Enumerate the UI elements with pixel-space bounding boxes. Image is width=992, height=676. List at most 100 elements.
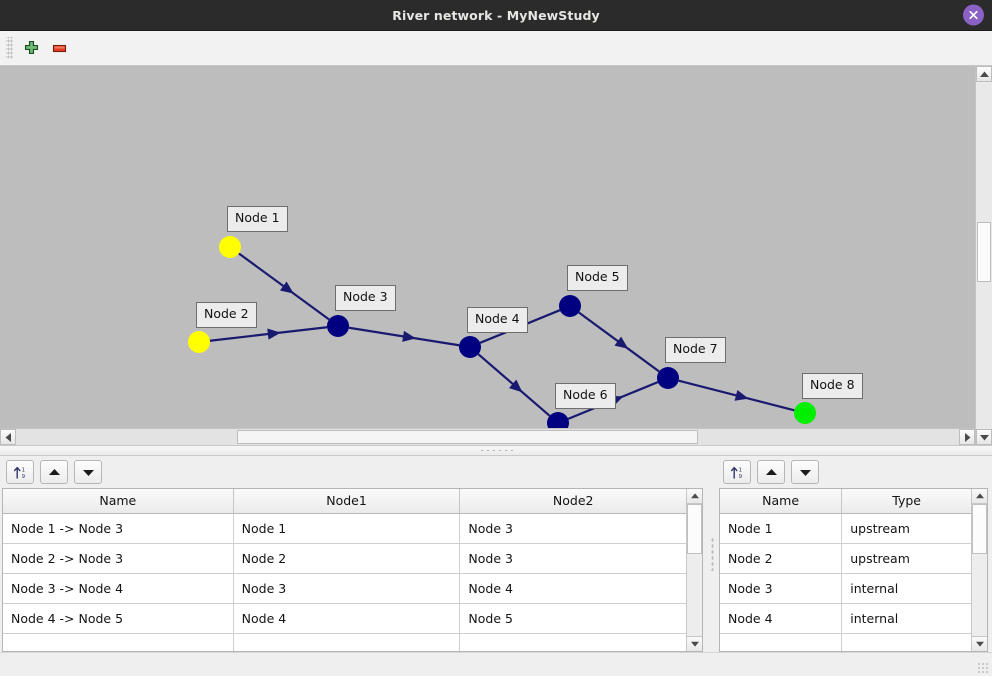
- table-cell[interactable]: internal: [841, 603, 971, 634]
- table-cell[interactable]: Node 2: [720, 543, 843, 574]
- graph-node-label[interactable]: Node 8: [802, 373, 863, 399]
- table-column-header[interactable]: Node2: [459, 489, 686, 514]
- diagram-hscrollbar[interactable]: [0, 428, 975, 445]
- table-cell-empty[interactable]: [3, 633, 234, 651]
- nodes-sort-button[interactable]: 1 9: [723, 460, 751, 484]
- table-row-empty[interactable]: [3, 633, 686, 651]
- table-cell[interactable]: Node 1: [233, 513, 461, 544]
- table-row-empty[interactable]: [720, 633, 971, 651]
- table-cell-empty[interactable]: [720, 633, 843, 651]
- table-cell-empty[interactable]: [841, 633, 971, 651]
- table-column-header[interactable]: Node1: [233, 489, 461, 514]
- graph-node-label[interactable]: Node 5: [567, 265, 628, 291]
- vscroll-thumb[interactable]: [977, 222, 991, 282]
- table-cell[interactable]: Node 4: [459, 573, 686, 604]
- svg-text:9: 9: [738, 474, 742, 480]
- graph-node-label[interactable]: Node 1: [227, 206, 288, 232]
- reaches-scroll-thumb[interactable]: [687, 504, 702, 554]
- hscroll-left-arrow[interactable]: [0, 429, 16, 445]
- resize-grip[interactable]: [977, 662, 989, 674]
- table-cell[interactable]: Node 2: [233, 543, 461, 574]
- nodes-scroll-thumb[interactable]: [972, 504, 987, 554]
- vscroll-up-arrow[interactable]: [976, 66, 992, 82]
- close-x-glyph: [969, 10, 978, 20]
- graph-node-label[interactable]: Node 7: [665, 337, 726, 363]
- table-cell[interactable]: Node 1 -> Node 3: [3, 513, 234, 544]
- close-icon[interactable]: [963, 4, 984, 26]
- reaches-scroll-up-arrow[interactable]: [687, 489, 702, 504]
- add-node-button[interactable]: [17, 34, 45, 62]
- reaches-move-up-button[interactable]: [40, 460, 68, 484]
- table-cell[interactable]: upstream: [841, 513, 971, 544]
- table-cell-empty[interactable]: [233, 633, 461, 651]
- table-cell[interactable]: Node 3: [459, 513, 686, 544]
- graph-node-label[interactable]: Node 2: [196, 302, 257, 328]
- diagram-vscrollbar[interactable]: [975, 66, 992, 445]
- triangle-right-icon: [964, 432, 970, 442]
- vscroll-down-arrow[interactable]: [976, 429, 992, 445]
- nodes-scroll-down-arrow[interactable]: [972, 636, 987, 651]
- table-cell[interactable]: Node 3: [233, 573, 461, 604]
- edge-arrowhead-icon: [279, 281, 294, 294]
- nodes-move-up-button[interactable]: [757, 460, 785, 484]
- graph-node[interactable]: [657, 367, 679, 389]
- table-cell[interactable]: Node 4: [233, 603, 461, 634]
- graph-node-label[interactable]: Node 6: [555, 383, 616, 409]
- table-column-header[interactable]: Type: [841, 489, 971, 514]
- table-cell[interactable]: Node 4 -> Node 5: [3, 603, 234, 634]
- table-cell[interactable]: Node 3: [459, 543, 686, 574]
- vscroll-track[interactable]: [976, 82, 992, 429]
- table-cell[interactable]: Node 5: [459, 603, 686, 634]
- hscroll-track[interactable]: [16, 429, 959, 445]
- triangle-up-icon: [975, 493, 984, 499]
- reaches-sort-button[interactable]: 1 9: [6, 460, 34, 484]
- graph-node[interactable]: [794, 402, 816, 424]
- nodes-table-vscrollbar[interactable]: [971, 489, 987, 651]
- graph-node[interactable]: [219, 236, 241, 258]
- table-column-header[interactable]: Name: [720, 489, 843, 514]
- graph-node[interactable]: [459, 336, 481, 358]
- reaches-scroll-down-arrow[interactable]: [687, 636, 702, 651]
- table-cell[interactable]: Node 1: [720, 513, 843, 544]
- hscroll-thumb[interactable]: [237, 430, 698, 444]
- table-column-header[interactable]: Name: [3, 489, 234, 514]
- table-cell[interactable]: upstream: [841, 543, 971, 574]
- table-cell[interactable]: Node 3: [720, 573, 843, 604]
- diagram-canvas[interactable]: Node 1 Node 2 Node 3 Node 4 Node 5 Node 6 Node…: [0, 66, 975, 428]
- nodes-scroll-track[interactable]: [972, 504, 987, 636]
- table-cell-empty[interactable]: [459, 633, 686, 651]
- graph-node[interactable]: [327, 315, 349, 337]
- reaches-table-vscrollbar[interactable]: [686, 489, 702, 651]
- table-cell[interactable]: internal: [841, 573, 971, 604]
- reaches-scroll-track[interactable]: [687, 504, 702, 636]
- remove-node-button[interactable]: [45, 34, 73, 62]
- graph-node[interactable]: [547, 412, 569, 428]
- table-cell[interactable]: Node 2 -> Node 3: [3, 543, 234, 574]
- panel-splitter-vertical[interactable]: [707, 456, 717, 652]
- panel-splitter-horizontal[interactable]: [0, 445, 992, 456]
- hscroll-right-arrow[interactable]: [959, 429, 975, 445]
- graph-node-label[interactable]: Node 3: [335, 285, 396, 311]
- toolbar-drag-handle[interactable]: [6, 37, 13, 59]
- graph-node[interactable]: [188, 331, 210, 353]
- reaches-move-down-button[interactable]: [74, 460, 102, 484]
- status-bar: [0, 652, 992, 676]
- table-cell[interactable]: Node 4: [720, 603, 843, 634]
- graph-node[interactable]: [559, 295, 581, 317]
- nodes-move-down-button[interactable]: [791, 460, 819, 484]
- graph-node-label[interactable]: Node 4: [467, 307, 528, 333]
- nodes-scroll-up-arrow[interactable]: [972, 489, 987, 504]
- table-cell[interactable]: Node 3 -> Node 4: [3, 573, 234, 604]
- arrow-down-icon: [799, 469, 811, 476]
